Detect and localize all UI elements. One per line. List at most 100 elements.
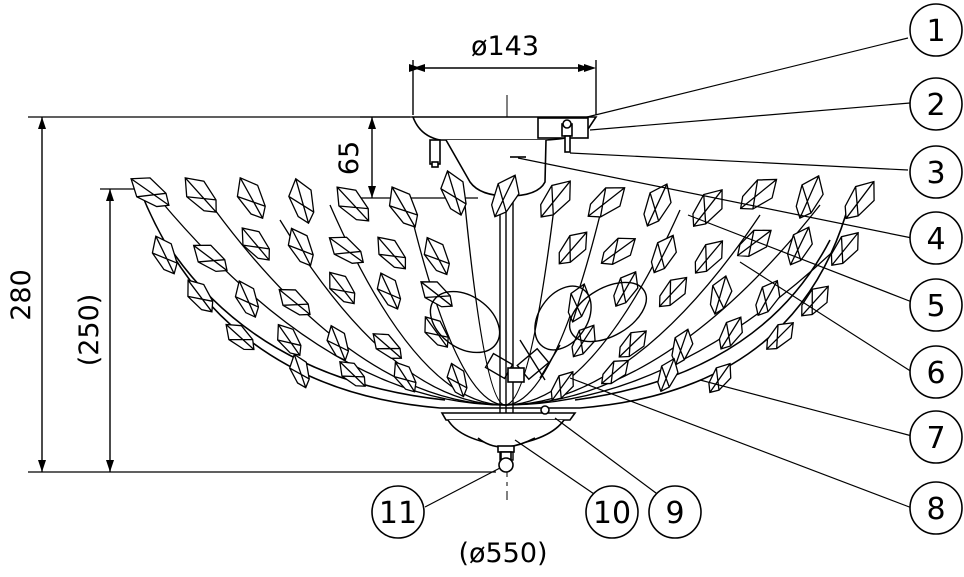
crystal-leaf xyxy=(241,227,270,261)
callout-7: 7 xyxy=(909,410,963,464)
leaf-stem xyxy=(504,239,846,406)
crystal-leaf xyxy=(446,362,468,398)
crystal-leaf xyxy=(187,279,214,313)
callout-label: 1 xyxy=(926,14,945,49)
dimension-label-total-height: 280 xyxy=(6,269,37,321)
callout-3: 3 xyxy=(909,145,963,199)
crystal-leaf xyxy=(718,316,743,350)
crystal-leaf xyxy=(130,177,170,208)
crystal-leaf xyxy=(440,169,467,217)
crystal-leaf xyxy=(708,362,732,394)
callout-2: 2 xyxy=(909,77,963,131)
callout-label: 9 xyxy=(665,496,684,531)
callout-label: 11 xyxy=(379,496,417,531)
callout-label: 8 xyxy=(926,492,945,527)
callout-4: 4 xyxy=(909,211,963,265)
callout-5: 5 xyxy=(909,278,963,332)
crystal-leaf xyxy=(393,361,417,393)
crystal-leaf xyxy=(420,281,453,308)
crystal-leaf xyxy=(613,270,639,308)
crystal-leaf xyxy=(540,180,571,218)
crystal-leaf xyxy=(558,231,588,265)
dimension-label-shade-diameter: (ø550) xyxy=(458,538,547,569)
crystal-leaves xyxy=(130,169,875,402)
crystal-leaf xyxy=(339,361,366,387)
crystal-leaf xyxy=(376,272,402,310)
callout-label: 2 xyxy=(926,88,945,123)
crystal-leaf xyxy=(225,323,255,351)
dimension-canopy-diameter: ø143 xyxy=(409,31,597,115)
bottom-hub xyxy=(440,367,577,473)
callout-label: 4 xyxy=(926,222,945,257)
crystal-leaf xyxy=(736,229,772,258)
crystal-leaf xyxy=(786,226,813,266)
crystal-leaf xyxy=(278,288,311,316)
crystal-leaf xyxy=(336,186,370,222)
crystal-leaf xyxy=(709,274,733,315)
crystal-leaf xyxy=(236,176,266,220)
crystal-leaf xyxy=(151,235,178,275)
leaf-stem xyxy=(504,214,761,406)
crystal-leaf xyxy=(184,177,217,213)
callout-11: 11 xyxy=(371,485,425,539)
callout-label: 3 xyxy=(926,156,945,191)
callout-label: 7 xyxy=(926,421,945,456)
crystal-leaf xyxy=(600,237,637,265)
leaf-stem xyxy=(214,209,506,406)
callout-label: 10 xyxy=(593,496,631,531)
crystal-leaf xyxy=(844,180,875,220)
callout-1: 1 xyxy=(909,3,963,57)
callout-6: 6 xyxy=(909,345,963,399)
callout-label: 5 xyxy=(926,289,945,324)
dimension-label-shade-height: (250) xyxy=(74,294,105,367)
crystal-leaf xyxy=(618,330,647,358)
crystal-leaf xyxy=(643,183,672,227)
crystal-leaf xyxy=(423,236,451,276)
crystal-leaf xyxy=(234,279,260,318)
crystal-leaf xyxy=(692,188,723,227)
callout-10: 10 xyxy=(585,485,639,539)
crystal-leaf xyxy=(658,276,688,308)
crystal-leaf xyxy=(739,178,778,210)
crystal-leaf xyxy=(377,236,407,270)
crystal-leaf xyxy=(657,357,679,393)
crystal-leaf xyxy=(795,174,824,220)
dimension-label-canopy-diameter: ø143 xyxy=(471,31,539,62)
leaf-stem xyxy=(409,209,506,406)
crystal-leaf xyxy=(288,177,315,225)
crystal-leaf xyxy=(755,279,781,317)
callout-label: 6 xyxy=(926,356,945,391)
dimension-total-height: 280 xyxy=(6,116,496,473)
callout-markers: 1 2 3 4 5 6 7 8 9 10 11 xyxy=(371,3,963,539)
callout-8: 8 xyxy=(909,481,963,535)
leaf-stem xyxy=(504,204,821,406)
leaf-stem xyxy=(464,204,506,406)
crystal-leaf xyxy=(650,234,677,274)
callout-9: 9 xyxy=(648,485,702,539)
crystal-leaf xyxy=(490,174,520,218)
crystal-leaf xyxy=(326,324,350,362)
crystal-leaf xyxy=(388,186,419,228)
crystal-leaf xyxy=(600,359,630,385)
crystal-leaf xyxy=(424,316,449,348)
ceiling-canopy xyxy=(411,116,598,197)
crystal-leaf xyxy=(328,236,365,264)
leaf-stem xyxy=(504,209,681,406)
crystal-leaf xyxy=(192,244,228,273)
crystal-leaf xyxy=(288,353,310,389)
crystal-leaf xyxy=(550,370,574,402)
crystal-leaf xyxy=(830,231,859,267)
leader-lines xyxy=(424,37,913,509)
dimension-shade-height: (250) xyxy=(74,188,150,472)
crystal-leaf xyxy=(766,322,794,350)
crystal-leaf xyxy=(372,333,403,359)
leaf-stem xyxy=(504,199,556,406)
crystal-leaf xyxy=(329,271,356,305)
dimension-label-canopy-height: 65 xyxy=(334,141,365,175)
crystal-leaf xyxy=(587,187,626,218)
crystal-leaf xyxy=(287,227,314,267)
crystal-leaf xyxy=(694,240,724,274)
crystal-leaf xyxy=(277,323,302,357)
